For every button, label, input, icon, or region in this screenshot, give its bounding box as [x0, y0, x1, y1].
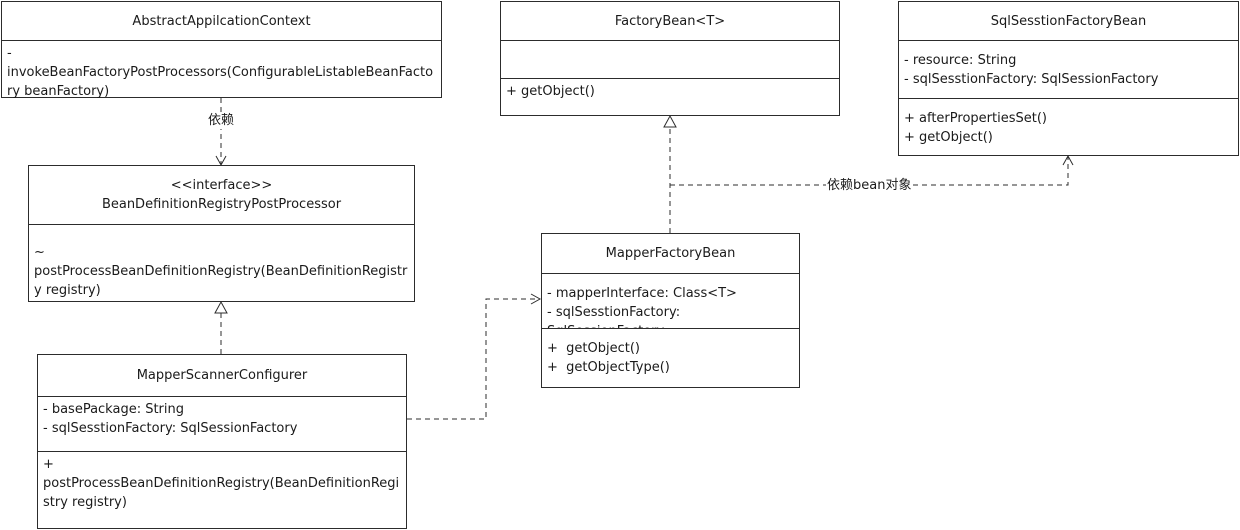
class-mapper-scanner-configurer[interactable]: MapperScannerConfigurer - basePackage: S… — [37, 354, 407, 529]
class-header: <<interface>> BeanDefinitionRegistryPost… — [29, 166, 414, 225]
method-item: + afterPropertiesSet() — [904, 111, 1047, 126]
interface-bean-definition-registry-post-processor[interactable]: <<interface>> BeanDefinitionRegistryPost… — [28, 165, 415, 302]
class-methods: ~ postProcessBeanDefinitionRegistry(Bean… — [29, 225, 414, 303]
class-methods: + afterPropertiesSet() + getObject() — [899, 99, 1238, 150]
method-item: + getObject() — [547, 341, 640, 356]
class-sql-session-factory-bean[interactable]: SqlSesstionFactoryBean - resource: Strin… — [898, 1, 1239, 156]
class-abstract-application-context[interactable]: AbstractAppilcationContext -invokeBeanFa… — [1, 1, 442, 99]
method-item: + postProcessBeanDefinitionRegistry(Bean… — [43, 457, 400, 510]
class-attributes — [501, 41, 839, 79]
class-header: SqlSesstionFactoryBean — [899, 2, 1238, 41]
class-header: MapperFactoryBean — [542, 234, 799, 274]
dependency-to-sqlsessionfactorybean — [670, 154, 1074, 186]
attribute-item: - resource: String — [904, 53, 1017, 68]
attribute-item: - mapperInterface: Class<T> — [547, 286, 737, 301]
attribute-item: - sqlSesstionFactory: SqlSessionFactory — [904, 72, 1159, 87]
method-item: ~ postProcessBeanDefinitionRegistry(Bean… — [34, 245, 408, 298]
method-item: -invokeBeanFactoryPostProcessors(Configu… — [7, 46, 434, 99]
interface-stereotype: <<interface>> — [170, 178, 273, 193]
method-item: + getObject() — [506, 84, 595, 99]
class-methods: + getObject() + getObjectType() — [542, 329, 799, 380]
class-header: AbstractAppilcationContext — [2, 2, 441, 41]
class-title: BeanDefinitionRegistryPostProcessor — [101, 197, 342, 212]
method-item: + getObjectType() — [547, 360, 670, 375]
class-methods: + getObject() — [501, 79, 839, 104]
class-title: SqlSesstionFactoryBean — [990, 13, 1147, 29]
class-attributes: - mapperInterface: Class<T> - sqlSesstio… — [542, 274, 799, 329]
class-header: FactoryBean<T> — [501, 2, 839, 41]
class-attributes: - resource: String - sqlSesstionFactory:… — [899, 41, 1238, 99]
class-methods: + postProcessBeanDefinitionRegistry(Bean… — [38, 452, 406, 515]
class-title: AbstractAppilcationContext — [132, 13, 311, 29]
dependency-configurer-to-mapperfactorybean — [407, 293, 542, 420]
attribute-item: - sqlSesstionFactory: SqlSessionFactory — [547, 305, 681, 328]
class-mapper-factory-bean[interactable]: MapperFactoryBean - mapperInterface: Cla… — [541, 233, 800, 388]
class-title: MapperFactoryBean — [605, 246, 736, 261]
class-title: MapperScannerConfigurer — [136, 368, 308, 383]
method-item: + getObject() — [904, 130, 993, 145]
class-attributes: - basePackage: String - sqlSesstionFacto… — [38, 397, 406, 452]
attribute-item: - basePackage: String — [43, 402, 185, 417]
edge-label-bean-depends: 依赖bean对象 — [826, 178, 913, 194]
attribute-item: - sqlSesstionFactory: SqlSessionFactory — [43, 421, 298, 436]
class-methods: -invokeBeanFactoryPostProcessors(Configu… — [2, 41, 441, 104]
edge-label-context-depends: 依赖 — [207, 113, 236, 129]
class-title: FactoryBean<T> — [614, 13, 726, 29]
interface-factory-bean[interactable]: FactoryBean<T> + getObject() — [500, 1, 840, 116]
class-header: MapperScannerConfigurer — [38, 355, 406, 397]
